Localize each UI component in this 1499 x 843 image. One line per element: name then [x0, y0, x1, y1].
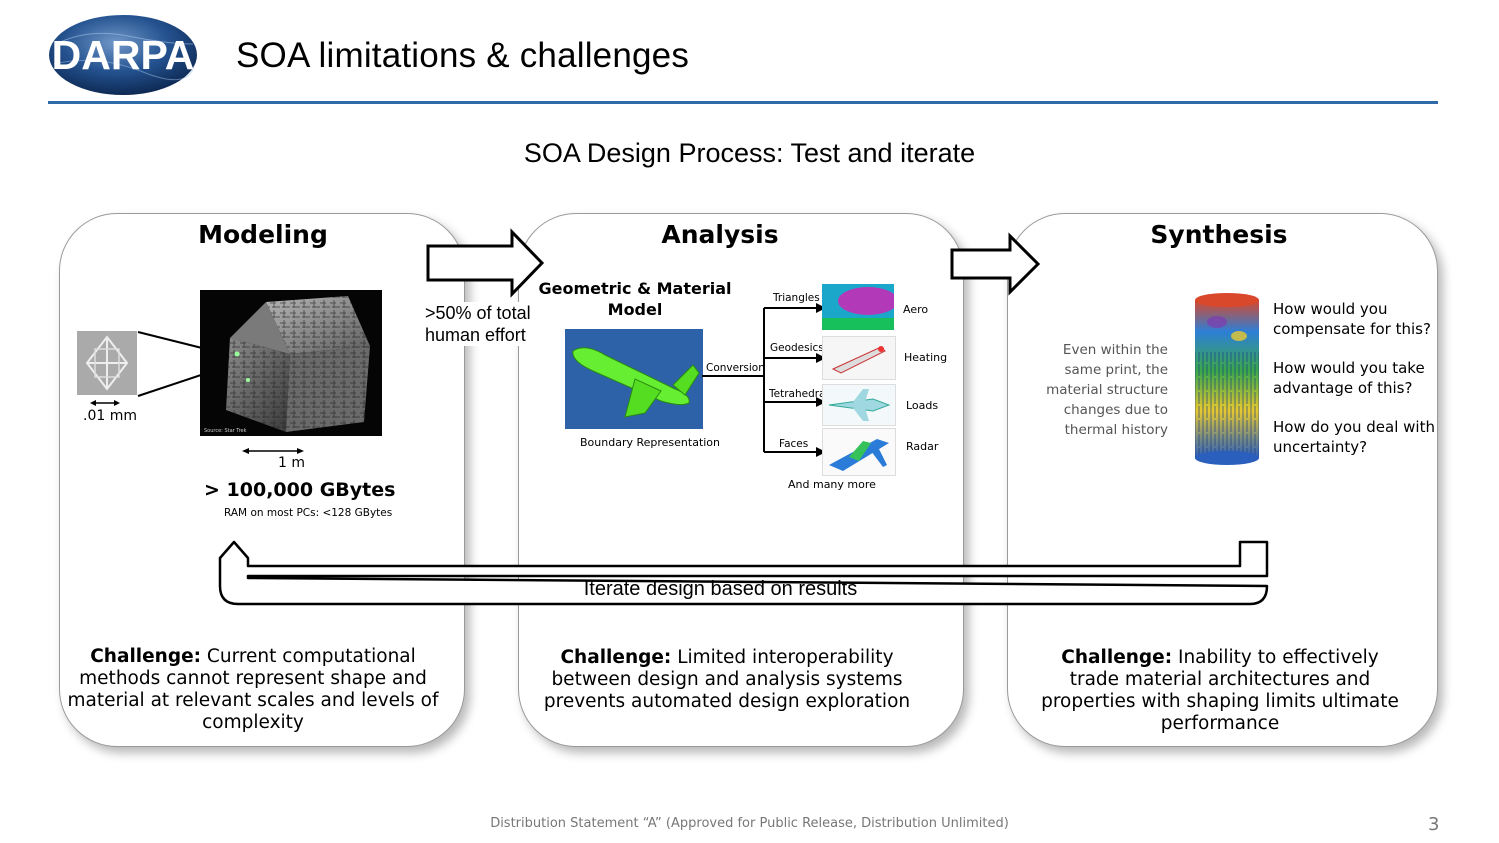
- page-number: 3: [1428, 814, 1440, 835]
- modeling-challenge: Challenge: Current computational methods…: [66, 646, 440, 734]
- page-title: SOA limitations & challenges: [236, 36, 690, 75]
- scale-arrow-icon: [90, 400, 120, 406]
- heating-result-image: [822, 336, 896, 380]
- question-uncertainty: How do you deal with uncertainty?: [1273, 418, 1435, 456]
- challenge-label: Challenge:: [90, 646, 202, 667]
- analysis-challenge: Challenge: Limited interoperability betw…: [530, 647, 924, 713]
- challenge-text: Current computational methods cannot rep…: [67, 646, 439, 733]
- conversion-label: Conversion: [706, 362, 765, 374]
- result-heating: Heating: [904, 351, 948, 364]
- branch-triangles: Triangles: [773, 292, 820, 304]
- printed-cylinder-image: [1193, 292, 1261, 466]
- conversion-tree: [702, 303, 826, 457]
- synthesis-challenge: Challenge: Inability to effectively trad…: [1036, 647, 1404, 735]
- radar-result-image: [822, 428, 896, 476]
- challenge-label: Challenge:: [1061, 647, 1173, 668]
- modeling-title: Modeling: [198, 220, 328, 249]
- question-advantage: How would you take advantage of this?: [1273, 359, 1425, 397]
- iterate-label: Iterate design based on results: [583, 578, 858, 600]
- brep-label: Boundary Representation: [580, 436, 721, 449]
- scale-small-label: .01 mm: [83, 408, 137, 424]
- distribution-statement: Distribution Statement “A” (Approved for…: [490, 816, 1009, 831]
- branch-geodesics: Geodesics: [770, 342, 824, 354]
- branch-tetrahedra: Tetrahedra: [769, 388, 826, 400]
- thermal-note: Even within the same print, the material…: [1046, 342, 1168, 438]
- shuttle-model-image: [565, 329, 703, 429]
- modeling-panel: [59, 213, 465, 747]
- lattice-image: [77, 331, 137, 395]
- challenge-text: Inability to effectively trade material …: [1041, 647, 1399, 734]
- result-aero: Aero: [903, 303, 929, 316]
- image-source-caption: Source: Star Trek: [204, 428, 247, 434]
- darpa-logo: DARPA: [48, 14, 198, 96]
- aero-result-image: [822, 284, 894, 330]
- more-label: And many more: [788, 478, 876, 491]
- question-compensate: How would you compensate for this?: [1273, 300, 1431, 338]
- loads-result-image: [822, 384, 896, 426]
- scale-large-label: 1 m: [278, 455, 305, 471]
- branch-faces: Faces: [779, 438, 809, 450]
- data-size-label: > 100,000 GBytes: [204, 479, 396, 501]
- iterate-loop-arrow: [218, 540, 1269, 606]
- scale-arrow-icon: [242, 448, 304, 454]
- title-rule: [48, 101, 1438, 104]
- effort-note: >50% of total human effort: [425, 302, 555, 346]
- result-loads: Loads: [906, 399, 939, 412]
- borg-cube-image: Source: Star Trek: [200, 290, 382, 436]
- result-radar: Radar: [906, 440, 939, 453]
- synthesis-title: Synthesis: [1150, 220, 1288, 249]
- logo-text: DARPA: [52, 32, 195, 78]
- analysis-title: Analysis: [661, 220, 779, 249]
- model-label: Geometric & Material Model: [538, 279, 732, 319]
- challenge-text: Limited interoperability between design …: [543, 647, 911, 712]
- right-arrow-icon: [426, 228, 545, 298]
- ram-note: RAM on most PCs: <128 GBytes: [224, 507, 393, 519]
- process-subtitle: SOA Design Process: Test and iterate: [523, 138, 976, 168]
- right-arrow-icon: [950, 232, 1041, 296]
- challenge-label: Challenge:: [560, 647, 672, 668]
